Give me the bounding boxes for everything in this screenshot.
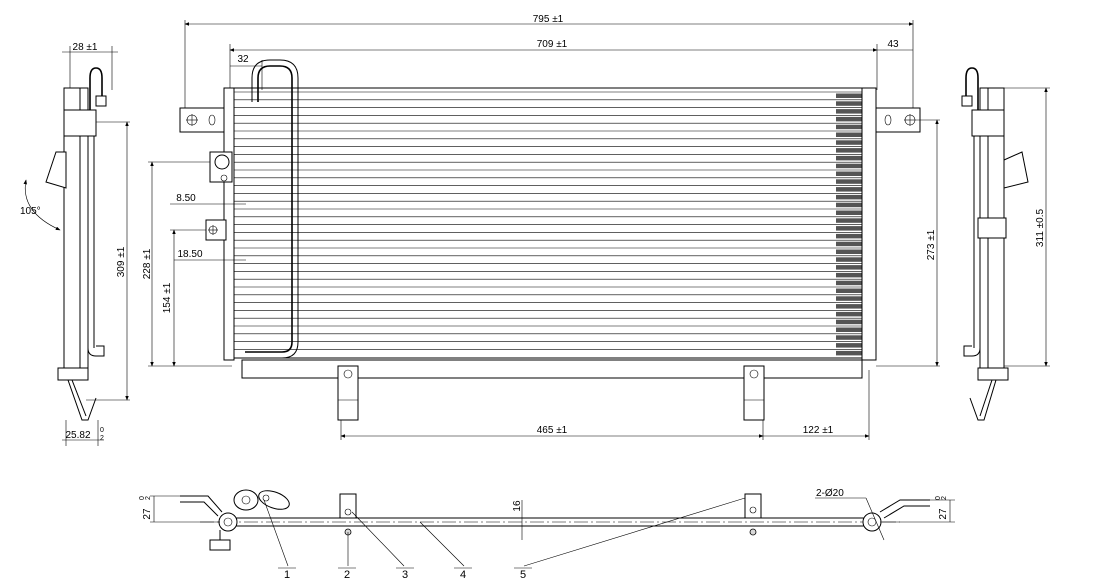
svg-text:0: 0 [139,496,146,500]
fin-segment [836,148,862,153]
svg-text:27: 27 [142,508,153,520]
fin-segment [836,163,862,169]
svg-text:228 ±1: 228 ±1 [142,248,153,279]
callout-5: 5 [520,569,526,581]
svg-text:122 ±1: 122 ±1 [803,425,834,436]
inlet-pipe [245,65,293,353]
right-top-bracket [875,107,921,133]
dim-228: 228 ±1 [142,161,232,367]
fin-segment [836,257,862,262]
bottom-view: 27 0 2 27 0 2 16 2-Ø20 1 2 3 4 5 [139,488,955,581]
fin-segment [836,132,862,137]
fin-segment [836,335,862,340]
fin-segment [836,327,862,332]
svg-text:795 ±1: 795 ±1 [533,14,564,25]
fin-segment [836,109,862,114]
dim-154: 154 ±1 [162,229,206,367]
svg-text:2: 2 [941,496,948,500]
svg-text:154 ±1: 154 ±1 [162,282,173,313]
fin-segment [836,155,862,161]
fin-segment [836,101,862,106]
dim-273: 273 ±1 [876,119,940,367]
left-top-bracket [179,107,225,133]
svg-text:0: 0 [100,427,104,434]
fin-segment [836,93,862,98]
callout-4: 4 [460,569,466,581]
dim-core-width: 709 ±1 [229,39,878,90]
fin-segment [836,233,862,239]
fin-segment [836,265,862,270]
fin-segment [836,210,862,215]
fin-segment [836,202,862,208]
svg-text:28 ±1: 28 ±1 [73,42,98,53]
left-fitting-lower [205,219,227,241]
svg-text:273 ±1: 273 ±1 [926,229,937,260]
fin-segment [836,319,862,325]
core-frame [232,87,864,359]
svg-text:2: 2 [145,496,152,500]
fin-segment [836,272,862,278]
svg-text:2-Ø20: 2-Ø20 [816,488,844,499]
svg-text:16: 16 [512,500,523,512]
callout-2: 2 [344,569,350,581]
fin-segment [836,116,862,122]
dim-18-50: 18.50 [174,249,246,261]
left-side-view: 28 ±1 105° 309 ±1 25.82 0 2 [20,42,130,446]
fin-segment [836,194,862,200]
bottom-bracket-left [337,365,359,421]
fin-segment [836,288,862,293]
dim-right-offset: 43 [877,39,913,51]
svg-text:32: 32 [237,54,249,65]
callout-3: 3 [402,569,408,581]
svg-text:0: 0 [935,496,942,500]
svg-text:465 ±1: 465 ±1 [537,425,568,436]
fin-segment [836,296,862,301]
bottom-rail [241,359,863,379]
svg-text:311 ±0.5: 311 ±0.5 [1035,209,1046,248]
svg-text:27: 27 [938,508,949,520]
front-view: 795 ±1 709 ±1 32 43 [142,14,940,440]
dim-overall-width: 795 ±1 [184,14,914,110]
fin-segment [836,350,862,356]
svg-text:105°: 105° [20,206,41,217]
svg-text:18.50: 18.50 [177,249,202,260]
fin-segment [836,343,862,348]
right-side-view: 311 ±0.5 [961,67,1050,421]
svg-text:43: 43 [887,39,899,50]
fin-segment [836,311,862,317]
fin-segment [836,187,862,192]
fin-segment [836,226,862,231]
svg-text:25.82: 25.82 [65,430,90,441]
fin-segment [836,179,862,184]
fin-block [836,93,862,356]
fin-segment [836,124,862,130]
fin-segment [836,171,862,176]
right-tank [861,87,877,361]
dim-28: 28 ±1 [62,42,118,90]
svg-text:2: 2 [100,435,104,442]
dim-122: 122 ±1 [763,370,870,440]
core-tubes [234,91,862,350]
fin-segment [836,304,862,309]
fin-segment [836,140,862,145]
left-fitting-upper [209,151,233,183]
bottom-bracket-right [743,365,765,421]
svg-text:309 ±1: 309 ±1 [116,246,127,277]
fin-segment [836,249,862,254]
dim-465: 465 ±1 [340,420,764,440]
svg-text:709 ±1: 709 ±1 [537,39,568,50]
fin-segment [836,218,862,223]
dim-8-50: 8.50 [170,193,246,205]
dim-left-offset: 32 [230,54,263,90]
callout-1: 1 [284,569,290,581]
fin-segment [836,280,862,286]
svg-text:8.50: 8.50 [176,193,196,204]
fin-segment [836,241,862,247]
